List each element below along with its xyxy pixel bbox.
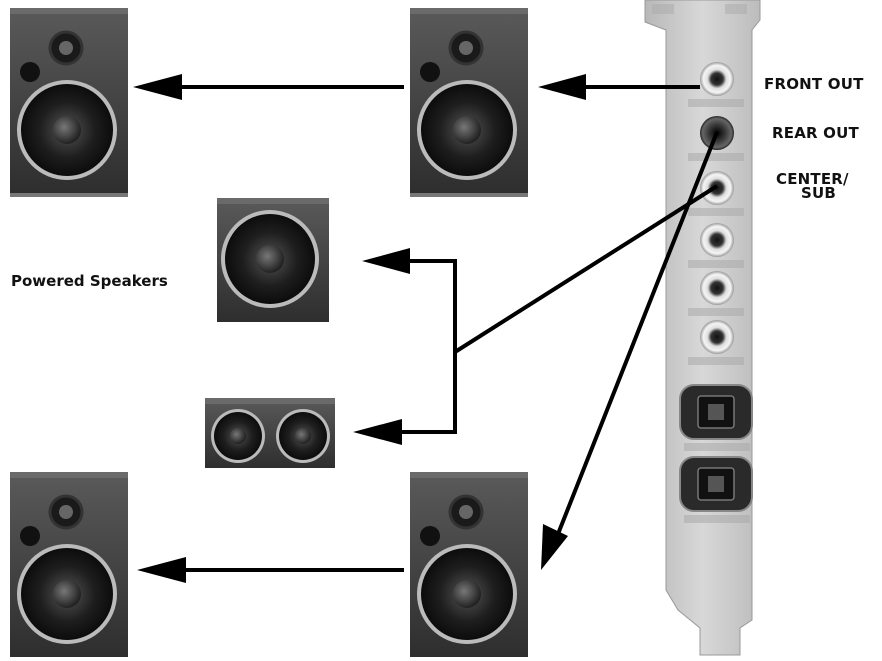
arrow-rear-out [556, 131, 719, 535]
arrowhead-front-left [133, 74, 182, 100]
speaker-front-left [10, 8, 128, 197]
arrowhead-front-right [538, 74, 586, 100]
branch-to-subwoofer [408, 259, 457, 352]
speaker-rear-left [10, 472, 128, 657]
jack-mic-in [688, 271, 744, 316]
wiring-arrows [133, 74, 719, 583]
label-sub-line: SUB [801, 184, 837, 202]
arrowhead-center [353, 419, 402, 445]
optical-in-port [679, 456, 753, 523]
arrowhead-subwoofer [362, 248, 410, 274]
speaker-rear-right [410, 472, 528, 657]
label-front-out: FRONT OUT [764, 75, 864, 93]
sound-card-bracket [644, 0, 761, 656]
speaker-front-right [410, 8, 528, 197]
line-center-sub [453, 184, 719, 354]
branch-to-center [400, 352, 457, 434]
arrowhead-rear-left [137, 557, 186, 583]
optical-out-port [679, 384, 753, 451]
speaker-center [205, 398, 335, 468]
label-center-line: CENTER/ [776, 170, 849, 188]
jack-aux-in [688, 223, 744, 268]
label-center-sub: CENTER/ SUB [776, 170, 849, 202]
arrowhead-rear-right [541, 524, 568, 570]
label-rear-out: REAR OUT [772, 124, 859, 142]
label-powered-speakers: Powered Speakers [11, 272, 168, 290]
speaker-subwoofer [217, 198, 329, 322]
jack-front-out [688, 62, 744, 107]
jack-line-in [688, 320, 744, 365]
